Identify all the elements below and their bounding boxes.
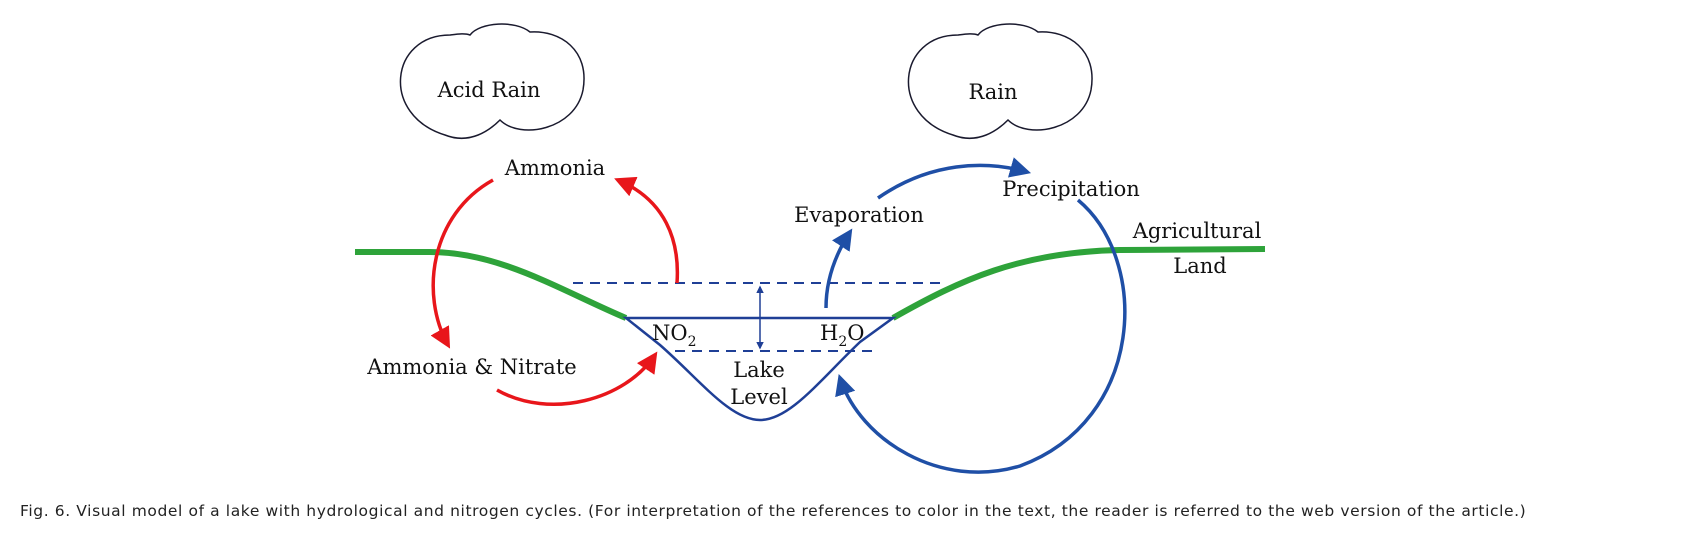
rain-cloud	[907, 23, 1093, 140]
arrow-evaporation-to-precipitation	[877, 157, 1032, 200]
ammonia-nitrate-label: Ammonia & Nitrate	[366, 355, 576, 379]
no2-main: NO	[652, 321, 688, 345]
right-land	[891, 246, 1266, 321]
arrow-lake-to-evaporation	[824, 228, 853, 309]
figure-caption: Fig. 6. Visual model of a lake with hydr…	[20, 502, 1527, 520]
land-label: Land	[1173, 254, 1226, 278]
arrow-nitrate-to-lake	[496, 351, 658, 406]
h2o-label: H2O	[820, 321, 864, 350]
h2o-o: O	[847, 321, 864, 345]
lake-basin	[622, 316, 897, 422]
arrow-lake-to-ammonia	[614, 176, 680, 284]
acid-rain-label: Acid Rain	[437, 78, 541, 102]
acid-rain-cloud	[399, 23, 585, 140]
left-land	[355, 249, 628, 321]
h2o-h: H	[820, 321, 838, 345]
rain-label: Rain	[968, 80, 1017, 104]
lake-label: Lake	[733, 358, 785, 382]
agricultural-label: Agricultural	[1132, 219, 1262, 243]
lake-cycle-diagram: Acid Rain Rain Ammonia Ammonia & Nitrate…	[355, 23, 1266, 474]
precipitation-label: Precipitation	[1002, 177, 1140, 201]
no2-label: NO2	[652, 321, 697, 350]
h2o-subscript: 2	[838, 334, 847, 350]
level-label: Level	[730, 385, 788, 409]
arrow-precipitation-to-lake	[835, 198, 1127, 474]
ammonia-label: Ammonia	[504, 156, 605, 180]
no2-subscript: 2	[688, 334, 697, 350]
evaporation-label: Evaporation	[794, 203, 924, 227]
arrow-ammonia-to-nitrate	[430, 178, 494, 349]
